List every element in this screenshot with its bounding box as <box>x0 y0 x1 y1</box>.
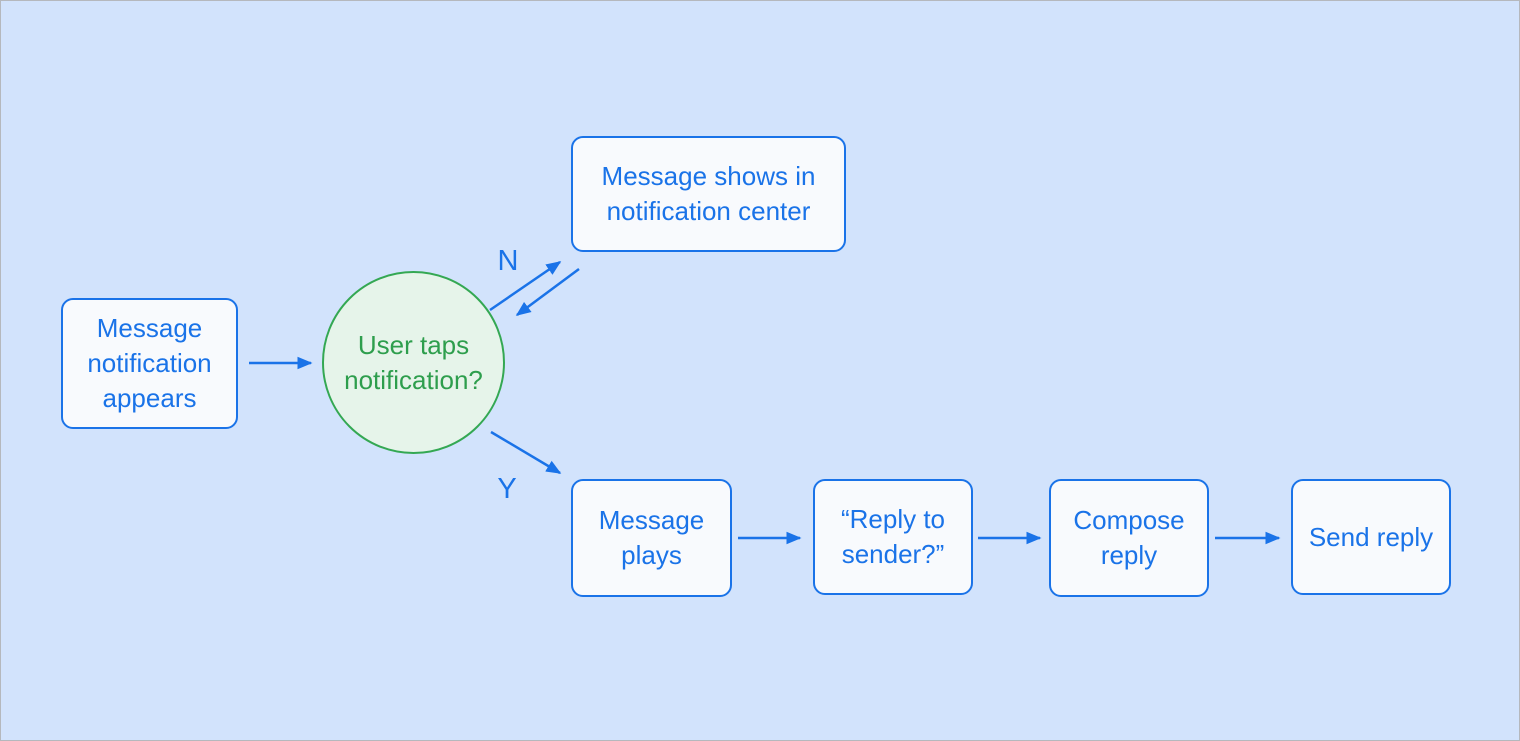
node-label-message-plays: Message plays <box>598 505 705 570</box>
node-label-send-reply: Send reply <box>1308 521 1434 552</box>
node-label-user-taps-notification: User taps notification? <box>344 329 483 395</box>
edge-label-no: N <box>497 245 519 277</box>
node-reply-to-sender-prompt: “Reply to sender?” <box>813 479 973 595</box>
node-label-compose-reply: Compose reply <box>1073 505 1185 570</box>
node-user-taps-notification-decision: User taps notification? <box>322 271 505 454</box>
node-message-notification-appears: Message notification appears <box>61 298 238 429</box>
node-message-plays: Message plays <box>571 479 732 597</box>
edge-label-yes: Y <box>497 473 517 505</box>
node-label-reply-to-sender: “Reply to sender?” <box>840 504 946 569</box>
edge-decision-to-plays <box>490 430 562 475</box>
node-compose-reply: Compose reply <box>1049 479 1209 597</box>
edge-notif-center-to-decision <box>515 267 580 317</box>
node-label-message-shows-in-notification-center: Message shows in notification center <box>601 161 816 226</box>
node-send-reply: Send reply <box>1291 479 1451 595</box>
node-label-message-notification-appears: Message notification appears <box>87 313 212 413</box>
node-message-shows-in-notification-center: Message shows in notification center <box>571 136 846 252</box>
